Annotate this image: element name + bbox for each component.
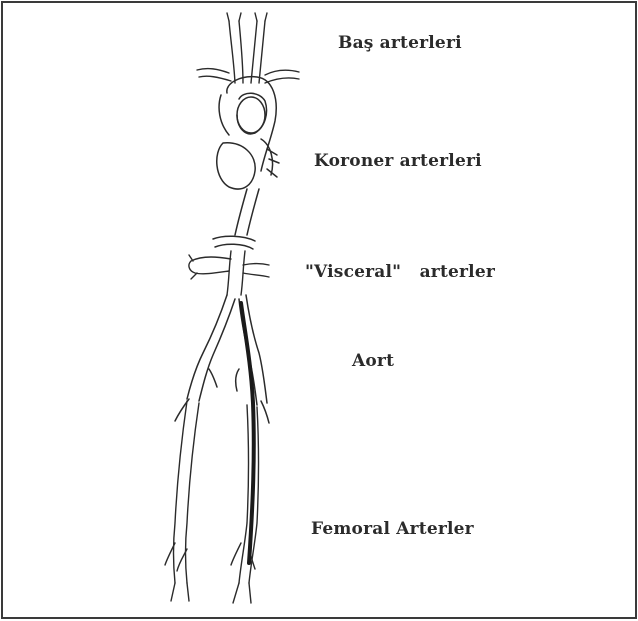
aortic-arch-drawing bbox=[217, 77, 279, 189]
descending-aorta-drawing bbox=[213, 189, 259, 249]
heart-drawing bbox=[217, 143, 255, 189]
label-head-arteries: Baş arterleri bbox=[338, 33, 462, 53]
label-visceral-arteries: "Visceral" arterler bbox=[305, 262, 495, 282]
label-aorta: Aort bbox=[352, 351, 394, 371]
label-femoral-arteries: Femoral Arterler bbox=[311, 519, 474, 539]
head-arteries-drawing bbox=[197, 13, 299, 83]
visceral-arteries-drawing bbox=[189, 251, 269, 295]
label-coronary-arteries: Koroner arterleri bbox=[314, 151, 482, 171]
femoral-arteries-drawing bbox=[165, 401, 259, 603]
